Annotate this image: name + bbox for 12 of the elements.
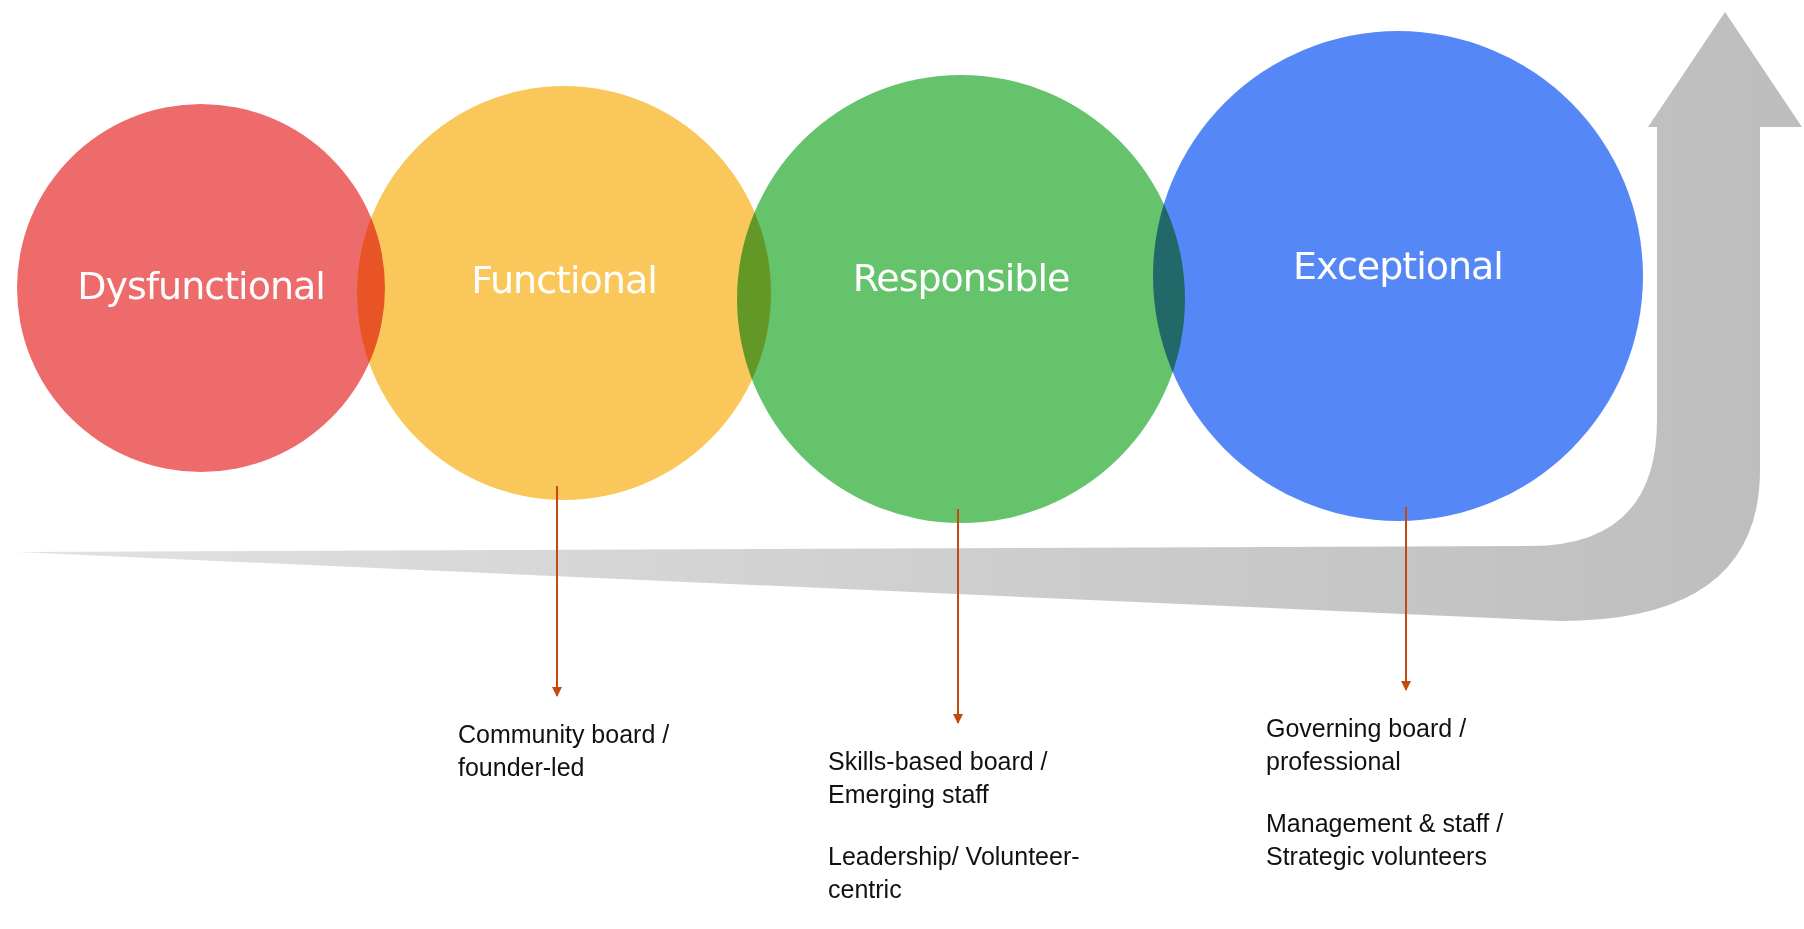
stage-label: Functional <box>471 258 657 302</box>
description-text: Governing board / professional <box>1266 713 1468 777</box>
stage-label: Dysfunctional <box>77 264 325 308</box>
description-text: Management & staff / Strategic volunteers <box>1266 808 1505 872</box>
description-text: Community board / founder-led <box>458 719 671 783</box>
stage-label: Responsible <box>852 256 1070 300</box>
stage-label: Exceptional <box>1293 244 1503 288</box>
arrow <box>1401 506 1411 691</box>
description-text: Leadership/ Volunteer-centric <box>828 841 1081 905</box>
arrow <box>552 485 562 697</box>
arrow <box>953 508 963 724</box>
description-text: Skills-based board / Emerging staff <box>828 746 1049 810</box>
